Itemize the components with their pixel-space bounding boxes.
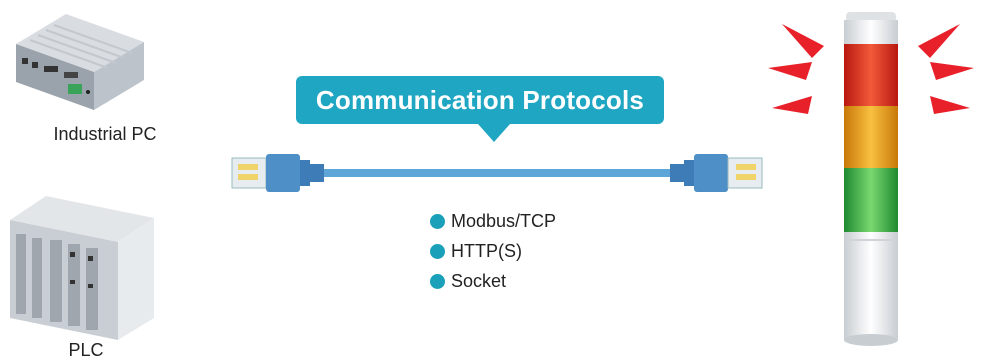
ethernet-cable-icon [231,154,763,192]
bullet-icon [430,243,445,259]
bullet-icon [430,213,445,229]
list-item: Socket [430,266,556,296]
protocol-list: Modbus/TCP HTTP(S) Socket [430,206,556,296]
industrial-pc-icon [16,14,144,110]
protocol-label: HTTP(S) [451,240,522,261]
list-item: Modbus/TCP [430,206,556,236]
signal-tower-icon [768,12,974,346]
communication-protocols-callout: Communication Protocols [296,76,664,124]
list-item: HTTP(S) [430,236,556,266]
protocol-label: Modbus/TCP [451,210,557,231]
bullet-icon [430,273,445,289]
plc-label: PLC [68,340,104,360]
protocol-label: Socket [451,270,507,291]
callout-pointer [478,124,510,142]
plc-icon [10,196,154,340]
industrial-pc-label: Industrial PC [53,124,157,144]
